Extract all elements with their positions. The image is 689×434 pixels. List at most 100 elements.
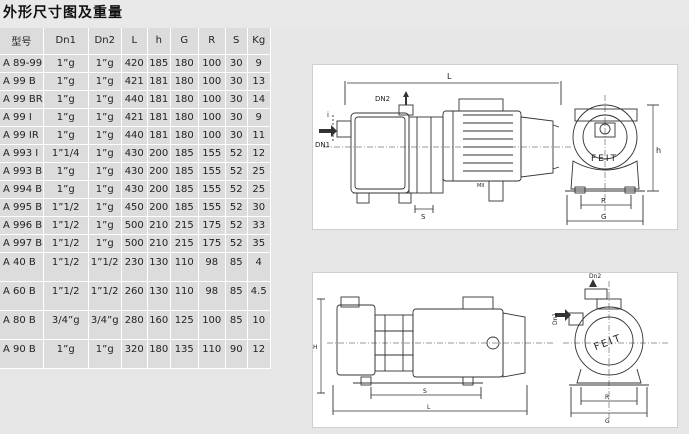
cell-s: 30: [225, 72, 248, 91]
cell-dn1: 1”1/4: [43, 144, 89, 163]
brand-label-2: FEIT: [593, 333, 624, 353]
cell-r: 100: [198, 310, 226, 340]
cell-model: A 994 B: [0, 180, 44, 199]
cell-r: 155: [198, 144, 226, 163]
cell-dn1: 3/4”g: [43, 310, 89, 340]
cell-l: 430: [121, 144, 148, 163]
cell-l: 280: [121, 310, 148, 340]
cell-model: A 997 B: [0, 234, 44, 253]
dim-label-h2: H: [313, 344, 318, 351]
nameplate-label: MII: [477, 183, 484, 189]
cell-l: 230: [121, 252, 148, 282]
cell-s: 85: [225, 281, 248, 311]
cell-l: 421: [121, 72, 148, 91]
cell-dn2: 1”g: [88, 108, 122, 127]
cell-h: 200: [147, 162, 171, 181]
cell-kg: 10: [247, 310, 271, 340]
cell-dn2: 1”g: [88, 180, 122, 199]
cell-l: 421: [121, 108, 148, 127]
cell-s: 30: [225, 126, 248, 145]
cell-g: 185: [170, 180, 199, 199]
cell-model: A 996 B: [0, 216, 44, 235]
cell-r: 155: [198, 198, 226, 217]
dim-label-r: R: [601, 197, 606, 205]
cell-s: 30: [225, 54, 248, 73]
cell-l: 430: [121, 180, 148, 199]
cell-g: 180: [170, 126, 199, 145]
cell-g: 110: [170, 252, 199, 282]
cell-h: 180: [147, 339, 171, 369]
cell-model: A 89-99: [0, 54, 44, 73]
cell-dn2: 1”g: [88, 162, 122, 181]
cell-dn1: 1”g: [43, 126, 89, 145]
cell-kg: 12: [247, 339, 271, 369]
cell-s: 30: [225, 90, 248, 109]
dim-label-h: h: [656, 146, 661, 155]
cell-h: 185: [147, 54, 171, 73]
cell-r: 100: [198, 54, 226, 73]
cell-l: 420: [121, 54, 148, 73]
dim-label-l2: L: [427, 404, 431, 411]
header-h: h: [147, 28, 171, 55]
cell-r: 100: [198, 72, 226, 91]
cell-r: 100: [198, 108, 226, 127]
cell-g: 125: [170, 310, 199, 340]
pump-drawing-top: L DN2 DN1 i S R G h FEIT MII: [312, 64, 678, 230]
cell-kg: 13: [247, 72, 271, 91]
cell-h: 200: [147, 180, 171, 199]
cell-l: 440: [121, 126, 148, 145]
cell-model: A 40 B: [0, 252, 44, 282]
cell-model: A 995 B: [0, 198, 44, 217]
cell-model: A 90 B: [0, 339, 44, 369]
cell-kg: 35: [247, 234, 271, 253]
cell-model: A 993 B: [0, 162, 44, 181]
outlet-arrow-icon: [403, 91, 409, 97]
cell-l: 430: [121, 162, 148, 181]
cell-h: 181: [147, 90, 171, 109]
cell-kg: 25: [247, 180, 271, 199]
brand-label: FEIT: [591, 154, 618, 164]
cell-dn2: 1”1/2: [88, 252, 122, 282]
cell-g: 180: [170, 90, 199, 109]
cell-r: 98: [198, 281, 226, 311]
page-title: 外形尺寸图及重量: [3, 5, 123, 21]
cell-dn1: 1”1/2: [43, 281, 89, 311]
cell-s: 90: [225, 339, 248, 369]
pump-drawing-bottom-svg: H S L Dn1 Dn2 R G FEIT: [313, 273, 669, 425]
cell-dn1: 1”1/2: [43, 234, 89, 253]
cell-kg: 30: [247, 198, 271, 217]
cell-g: 215: [170, 234, 199, 253]
cell-h: 210: [147, 216, 171, 235]
cell-l: 500: [121, 234, 148, 253]
cell-s: 52: [225, 180, 248, 199]
cell-h: 210: [147, 234, 171, 253]
cell-kg: 12: [247, 144, 271, 163]
cell-g: 135: [170, 339, 199, 369]
cell-dn1: 1”1/2: [43, 252, 89, 282]
cell-dn1: 1”g: [43, 54, 89, 73]
cell-dn2: 1”g: [88, 126, 122, 145]
dim-label-dn2-2: Dn2: [589, 273, 601, 280]
cell-kg: 9: [247, 54, 271, 73]
cell-s: 30: [225, 108, 248, 127]
dim-label-g: G: [601, 213, 606, 221]
cell-dn2: 1”g: [88, 339, 122, 369]
cell-kg: 33: [247, 216, 271, 235]
cell-s: 52: [225, 198, 248, 217]
pump-drawing-top-svg: L DN2 DN1 i S R G h FEIT MII: [315, 72, 661, 225]
inlet-arrow-icon: [319, 125, 337, 137]
cell-r: 110: [198, 339, 226, 369]
pump-drawing-bottom: H S L Dn1 Dn2 R G FEIT: [312, 272, 678, 428]
cell-s: 52: [225, 216, 248, 235]
cell-g: 185: [170, 198, 199, 217]
